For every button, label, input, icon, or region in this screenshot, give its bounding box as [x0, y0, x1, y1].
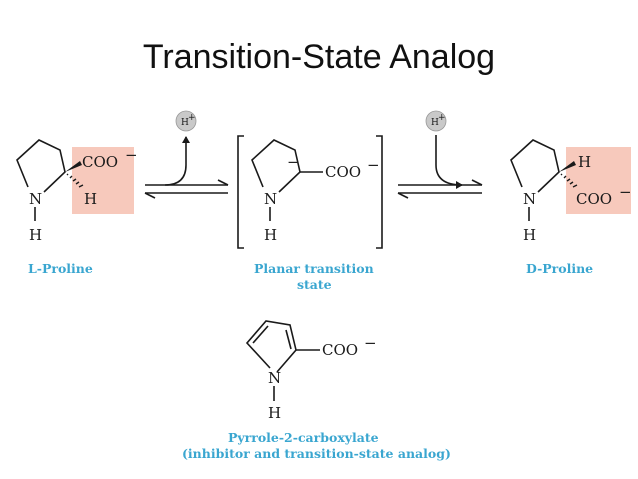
transition-state-coo: COO — [325, 163, 361, 181]
equilibrium-arrows-right — [397, 179, 483, 199]
proton-release-group: H + — [164, 110, 197, 186]
reverse-arrow-left-head — [144, 192, 156, 199]
proton-ball-right — [425, 110, 447, 132]
forward-arrow-left-head — [217, 179, 229, 186]
slide-title: Transition-State Analog — [142, 38, 496, 76]
l-proline-coo: COO — [82, 153, 118, 171]
proton-release-arrow — [164, 136, 190, 186]
l-proline-highlight — [72, 147, 134, 214]
d-proline-n: N — [523, 190, 536, 208]
transition-state-caption-line1: Planar transition — [254, 261, 374, 276]
left-bracket — [237, 135, 244, 249]
l-proline-caption: L-Proline — [28, 261, 93, 276]
transition-state-nh: H — [264, 226, 277, 244]
d-proline-coo: COO — [576, 190, 612, 208]
proton-right-label: H — [431, 118, 439, 128]
pyrrole-nh: H — [268, 404, 281, 422]
reverse-arrow-right-head — [397, 192, 409, 199]
proton-right-charge: + — [438, 113, 446, 123]
transition-state-ring — [251, 139, 301, 193]
d-proline-ring — [510, 139, 560, 193]
proton-ball-left — [175, 110, 197, 132]
d-proline-highlight — [566, 147, 631, 214]
l-proline-hash-bond — [66, 173, 84, 188]
pyrrole-caption-line2: (inhibitor and transition-state analog) — [182, 446, 451, 461]
pyrrole-caption-line1: Pyrrole-2-carboxylate — [228, 430, 379, 445]
pyrrole-ring — [245, 320, 297, 373]
pyrrole-double-bond-2 — [285, 329, 292, 350]
l-proline-ring — [16, 139, 66, 193]
d-proline-wedge-bond — [559, 161, 576, 172]
proton-left-label: H — [181, 118, 189, 128]
d-proline-caption: D-Proline — [526, 261, 593, 276]
l-proline-wedge-bond — [65, 161, 82, 172]
d-proline-hash-bond — [560, 173, 578, 188]
d-proline-coo-charge: − — [619, 183, 632, 201]
l-proline-coo-charge: − — [125, 146, 138, 164]
proton-uptake-group: H + — [425, 110, 463, 189]
d-proline-h: H — [578, 153, 591, 171]
transition-state-carbanion-charge: − — [287, 153, 300, 171]
pyrrole-n: N — [268, 369, 281, 387]
forward-arrow-right-head — [471, 179, 483, 186]
l-proline-nh: H — [29, 226, 42, 244]
l-proline-n: N — [29, 190, 42, 208]
pyrrole-coo: COO — [322, 341, 358, 359]
pyrrole-coo-charge: − — [364, 334, 377, 352]
right-bracket — [376, 135, 383, 249]
proton-left-charge: + — [188, 113, 196, 123]
transition-state-coo-charge: − — [367, 156, 380, 174]
proton-uptake-arrow — [435, 135, 463, 189]
transition-state-molecule: − N H COO − — [237, 135, 383, 249]
l-proline-molecule: N H COO − H — [16, 139, 138, 244]
transition-state-n: N — [264, 190, 277, 208]
d-proline-molecule: N H H COO − — [510, 139, 632, 244]
pyrrole-molecule: N H COO − — [245, 320, 377, 422]
pyrrole-double-bond-1 — [252, 325, 269, 344]
d-proline-nh: H — [523, 226, 536, 244]
l-proline-h: H — [84, 190, 97, 208]
equilibrium-arrows-left — [144, 179, 229, 199]
transition-state-caption-line2: state — [297, 277, 332, 292]
